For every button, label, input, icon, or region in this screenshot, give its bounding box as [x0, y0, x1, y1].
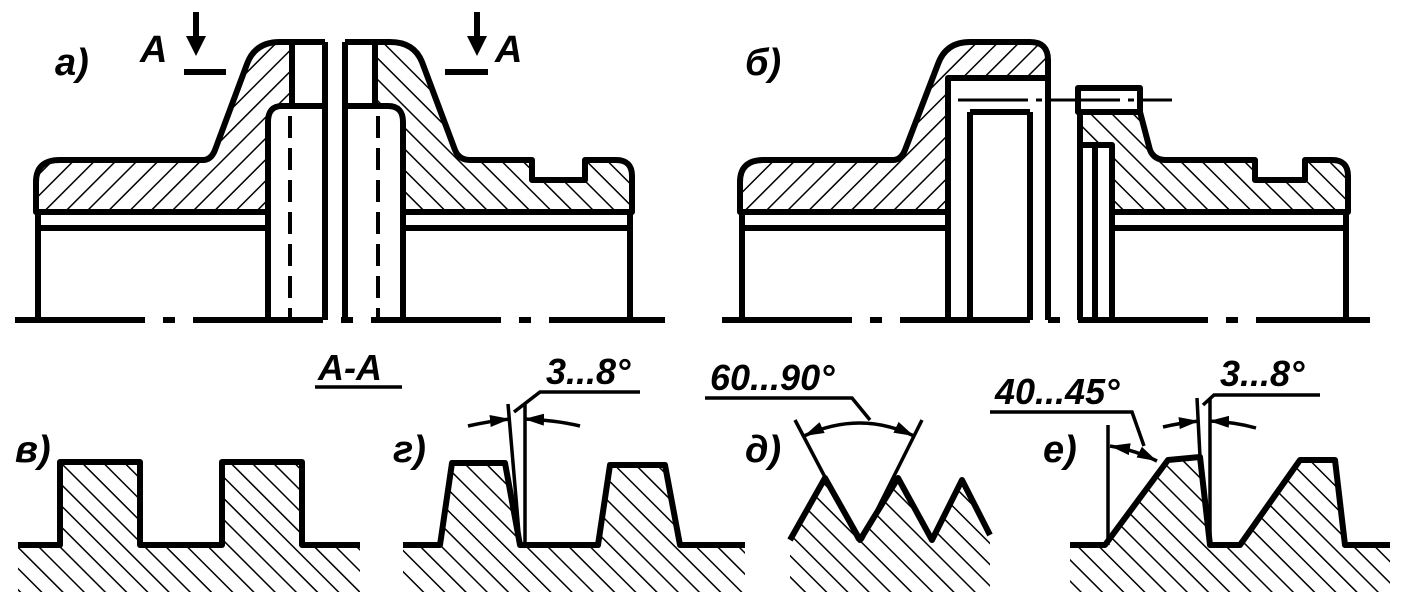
- panel-v: в): [15, 429, 360, 592]
- angle-arc-slope-e: [1109, 443, 1158, 463]
- panel-a: а) А А: [15, 12, 665, 323]
- tooth-profile-rectangular: [18, 459, 360, 548]
- section-arrow-right-head: [467, 36, 487, 56]
- tooth-profile-saw: [1070, 454, 1390, 548]
- section-mark-right: А: [494, 29, 522, 71]
- dimension-leader-g: [512, 390, 640, 414]
- left-hub-section-b: [737, 39, 1051, 215]
- tooth-body-saw: [1070, 457, 1390, 592]
- panel-d: д) 60...90°: [705, 357, 993, 592]
- extension-line-slanted-g: [506, 403, 522, 546]
- panel-label-e: е): [1043, 429, 1077, 471]
- dimension-leader-slope-e: [990, 410, 1146, 447]
- section-mark-left: А: [139, 29, 167, 71]
- dimension-angle-d: 60...90°: [710, 357, 835, 398]
- tooth-profile-trapezoidal: [403, 460, 745, 548]
- section-arrow-left: А: [139, 12, 226, 75]
- angle-arrow-right-e: [1208, 415, 1257, 430]
- tooth-body-rectangular: [18, 462, 360, 592]
- panel-label-b: б): [745, 42, 781, 84]
- dimension-draft-angle-e: 3...8°: [1220, 353, 1305, 394]
- section-arrow-right: А: [445, 12, 522, 75]
- panel-e: е) 40...45° 3...8°: [990, 353, 1390, 592]
- angle-arrow-left-g: [467, 415, 511, 428]
- section-arrow-left-head: [186, 36, 206, 56]
- panel-label-a: а): [55, 42, 89, 84]
- section-title-text: А-А: [317, 347, 382, 388]
- extension-line-left-d: [793, 419, 860, 541]
- panel-label-g: г): [393, 429, 426, 471]
- angle-arrow-right-g: [523, 413, 581, 428]
- extension-line-right-d: [860, 419, 924, 541]
- dimension-angle-g: 3...8°: [546, 351, 631, 392]
- angle-arc-d: [803, 421, 915, 438]
- panel-label-d: д): [745, 429, 781, 471]
- panel-b: б): [722, 39, 1370, 323]
- tooth-body-trapezoidal: [403, 463, 745, 592]
- right-hub-section: [372, 39, 635, 215]
- dimension-slope-angle-e: 40...45°: [994, 371, 1120, 412]
- dimension-leader-d: [705, 396, 872, 422]
- angle-arrow-left-e: [1162, 417, 1200, 430]
- dimension-leader-draft-e: [1201, 393, 1320, 407]
- panel-g: г) 3...8°: [393, 351, 745, 592]
- left-hub-section: [33, 39, 295, 215]
- extension-line-slanted-e: [1195, 397, 1202, 458]
- right-hub-section-b: [1077, 109, 1351, 215]
- section-title: А-А: [315, 347, 402, 389]
- panel-label-v: в): [15, 429, 51, 471]
